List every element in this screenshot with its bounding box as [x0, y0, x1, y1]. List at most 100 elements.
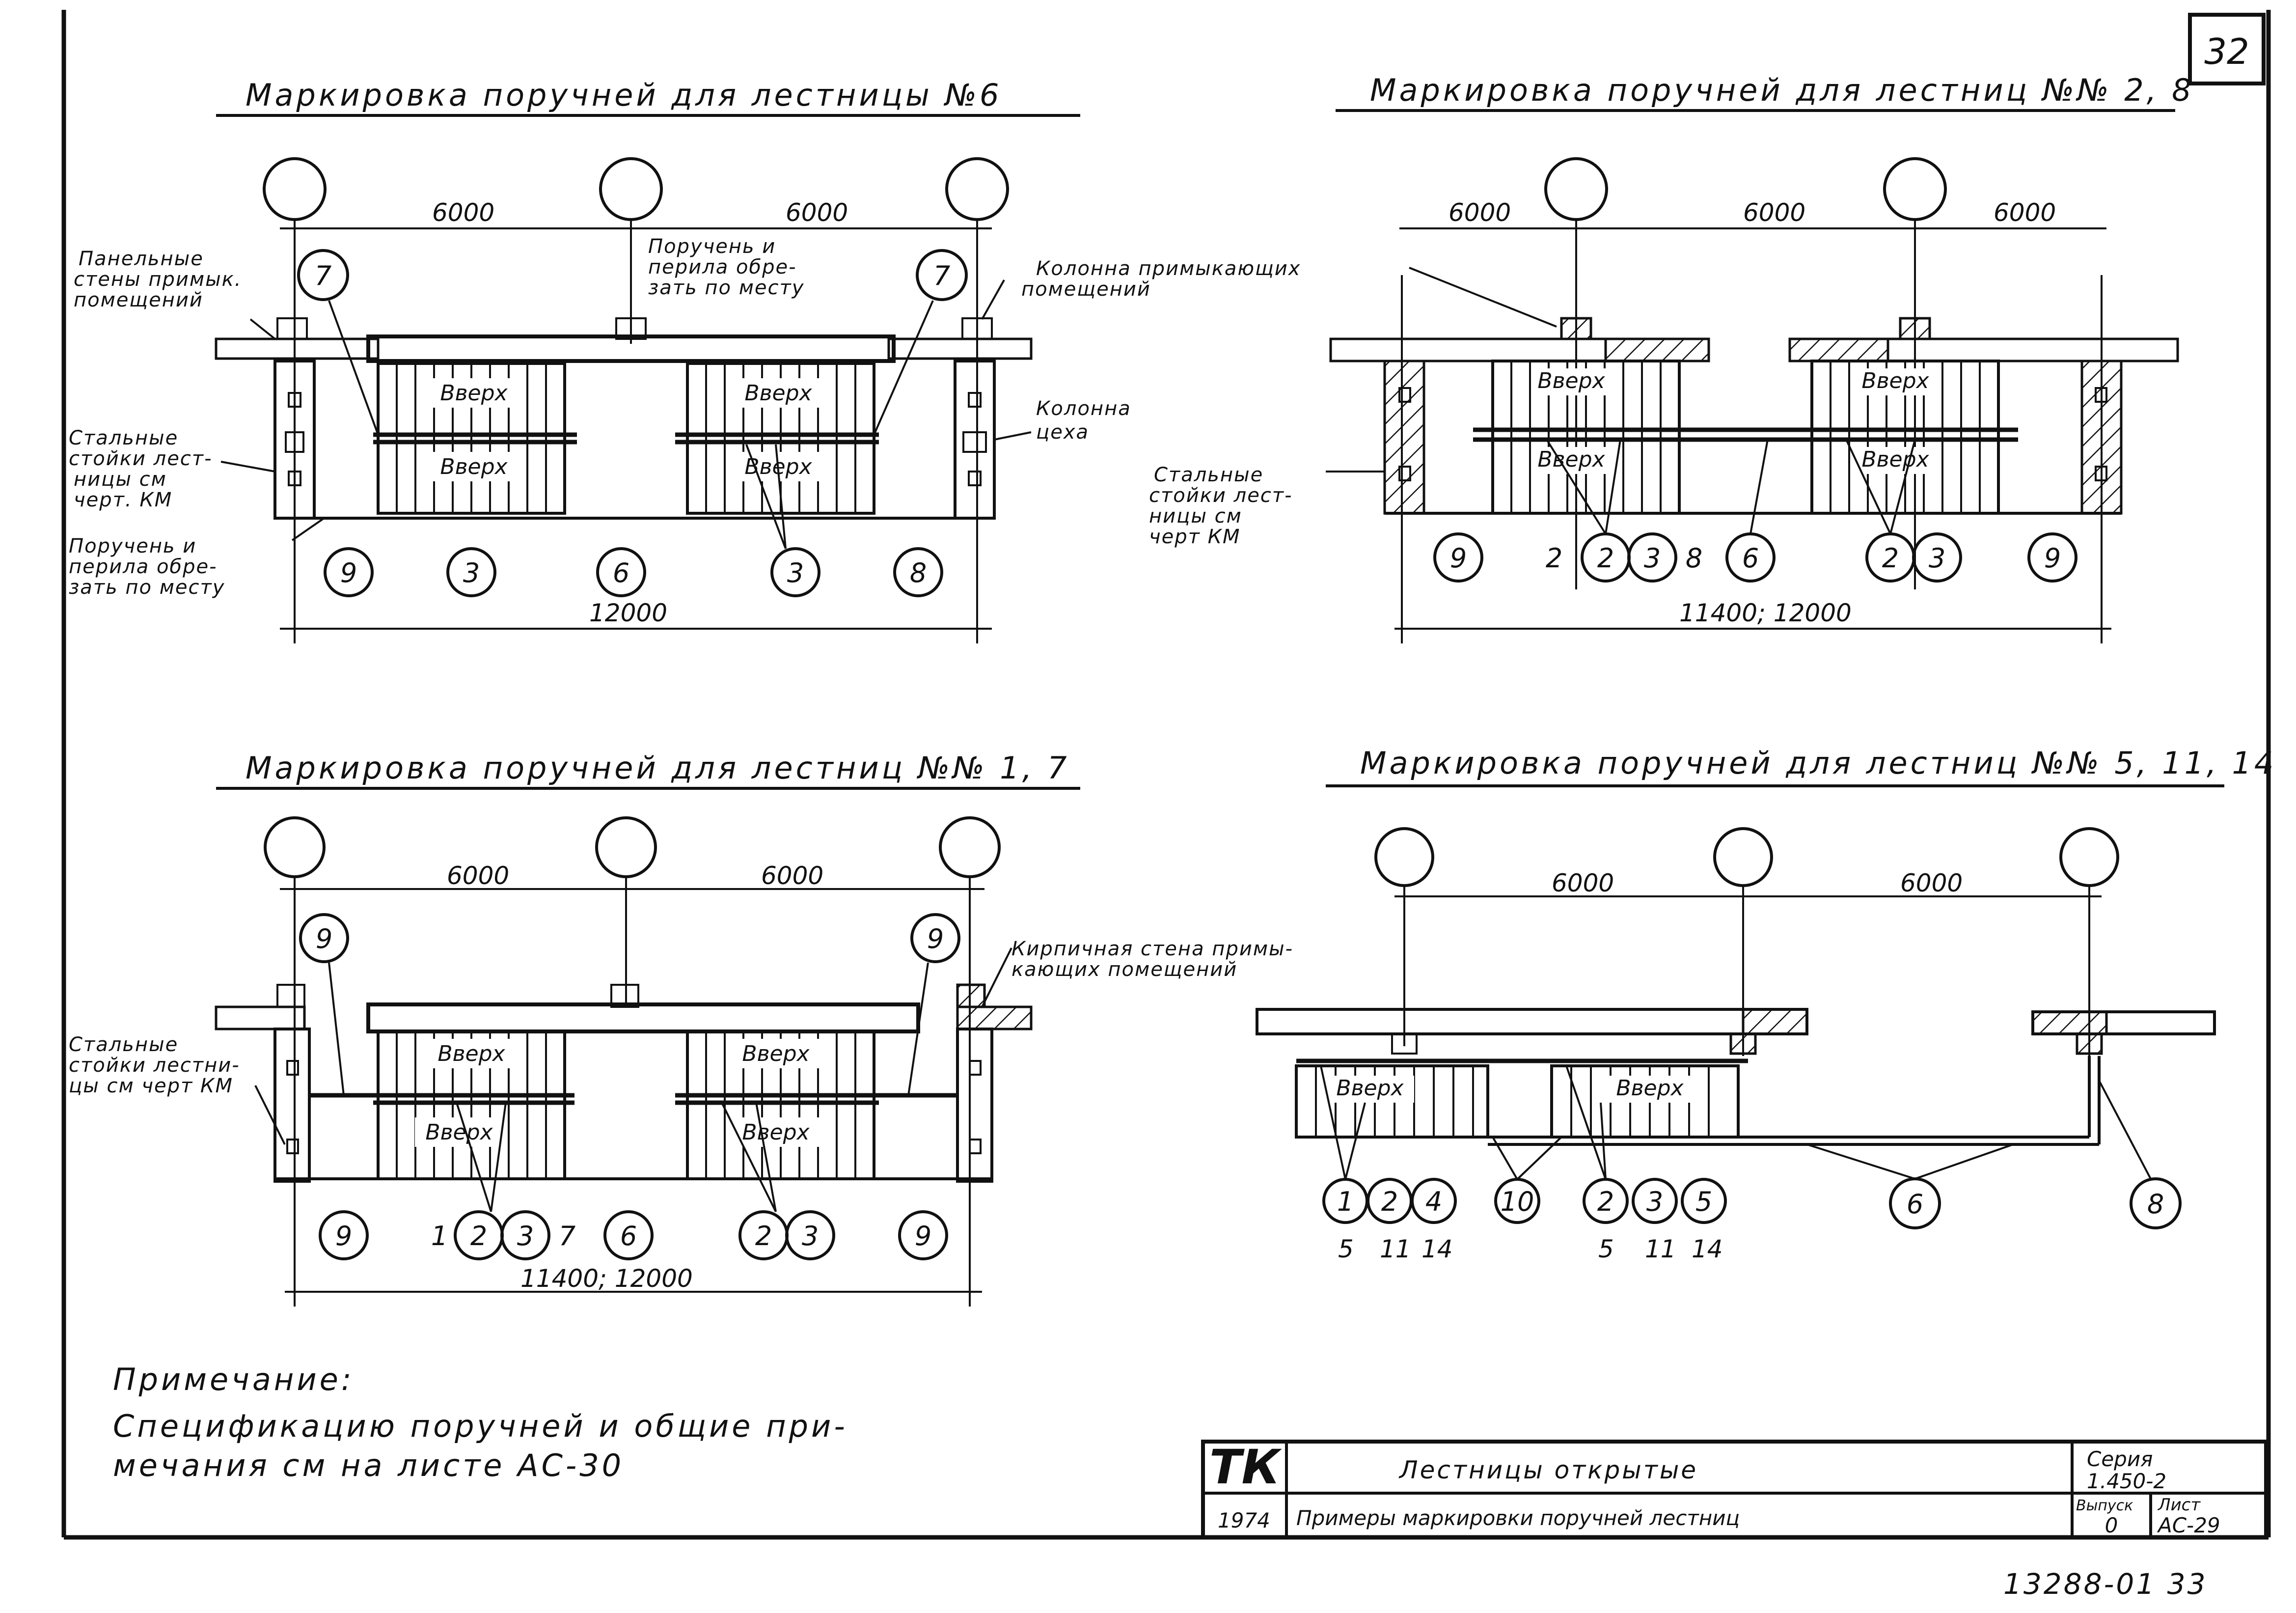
mark-circle — [596, 547, 646, 597]
axis-bubble — [945, 157, 1009, 221]
mark-circle — [319, 1210, 369, 1260]
mark-label: 8 — [910, 557, 927, 588]
title-block-issue-value: 0 — [2105, 1513, 2118, 1537]
up-label: Вверх — [1861, 368, 1929, 393]
up-label: Вверх — [1537, 447, 1605, 472]
up-label: Вверх — [1537, 368, 1605, 393]
axis-bubble — [1374, 827, 1434, 887]
mark-circle — [500, 1210, 550, 1260]
mark-label: 2 — [1882, 543, 1899, 574]
panel-b-small-label: 2 — [1546, 543, 1562, 574]
mark-circle — [1912, 532, 1962, 583]
panel-b-dim-bottom: 11400; 12000 — [1679, 599, 1852, 627]
mark-label: 4 — [1425, 1186, 1442, 1217]
mark-label: 7 — [315, 260, 331, 291]
axis-bubble — [939, 816, 1001, 878]
mark-circle — [893, 547, 943, 597]
up-label: Вверх — [1861, 447, 1929, 472]
mark-label: 2 — [1597, 543, 1614, 574]
panel-a-dim-bottom: 12000 — [589, 599, 667, 627]
panel-d-sub-label: 11 — [1380, 1235, 1411, 1263]
mark-circle — [324, 547, 374, 597]
up-label: Вверх — [437, 1041, 505, 1066]
mark-circle — [2027, 532, 2077, 583]
mark-circle — [910, 913, 960, 963]
panel-d-sub-label: 14 — [1692, 1235, 1723, 1263]
mark-circle — [1411, 1178, 1457, 1224]
panel-b-small-label: 8 — [1686, 543, 1702, 574]
sheet-number: 32 — [2204, 31, 2249, 72]
panel-d-sub-label: 11 — [1645, 1235, 1676, 1263]
panel-b-flights: Вверх Вверх Вверх Вверх — [1473, 360, 2018, 515]
mark-label: 9 — [915, 1221, 931, 1251]
mark-label: 9 — [927, 923, 944, 954]
title-block-issue-label: Выпуск — [2076, 1497, 2133, 1514]
panel-c-dim-top-2: 6000 — [761, 862, 823, 890]
note-line-1: Спецификацию поручней и общие при- — [113, 1408, 848, 1444]
mark-label: 7 — [933, 260, 950, 291]
mark-circle — [1681, 1178, 1727, 1224]
up-label: Вверх — [440, 381, 508, 406]
mark-label: 6 — [620, 1221, 637, 1251]
panel-b-dim-top-3: 6000 — [1994, 198, 2056, 227]
mark-label: 9 — [316, 923, 332, 954]
panel-stairs-1-7: Маркировка поручней для лестниц №№ 1, 7 … — [69, 750, 1293, 1307]
mark-circle — [297, 249, 349, 301]
mark-label: 10 — [1501, 1186, 1534, 1217]
title-block-year: 1974 — [1218, 1508, 1270, 1532]
panel-a-dim-top-2: 6000 — [786, 198, 848, 227]
general-note: Примечание: Спецификацию поручней и общи… — [113, 1362, 848, 1483]
up-label: Вверх — [1336, 1076, 1404, 1101]
mark-label: 6 — [1907, 1189, 1923, 1220]
title-block-name: Лестницы открытые — [1398, 1456, 1698, 1484]
title-block-series-label: Серия — [2087, 1447, 2153, 1471]
title-block-series-value: 1.450-2 — [2087, 1469, 2166, 1493]
sheet-number-box — [2188, 13, 2266, 85]
panel-d-flights: Вверх Вверх — [1295, 1058, 1748, 1139]
mark-circle — [1627, 532, 1677, 583]
up-label: Вверх — [742, 1120, 810, 1145]
panel-c-flights: Вверх Вверх Вверх Вверх — [309, 1030, 957, 1180]
title-block-logo: ТК — [1209, 1440, 1282, 1495]
axis-bubble — [1883, 157, 1947, 221]
mark-label: 3 — [1646, 1186, 1663, 1217]
panel-c-dim-top-1: 6000 — [447, 862, 509, 890]
panel-b-title: Маркировка поручней для лестниц №№ 2, 8 — [1370, 72, 2194, 108]
axis-bubble — [264, 816, 326, 878]
panel-c-dim-bottom: 11400; 12000 — [520, 1264, 693, 1293]
mark-circle — [299, 913, 349, 963]
axis-bubble — [1544, 157, 1608, 221]
panel-b-dim-top-2: 6000 — [1743, 198, 1805, 227]
mark-label: 3 — [517, 1221, 534, 1251]
panel-c-note-right: Кирпичная стена примы-кающих помещений — [1011, 938, 1293, 981]
mark-circle — [603, 1210, 654, 1260]
panel-d-sub-label: 5 — [1338, 1235, 1354, 1263]
mark-label: 3 — [1929, 543, 1945, 574]
panel-stairs-2-8: Маркировка поручней для лестниц №№ 2, 8 … — [1149, 72, 2194, 643]
panel-stairs-5-11-14: Маркировка поручней для лестниц №№ 5, 11… — [1256, 745, 2273, 1263]
mark-circle — [898, 1210, 948, 1260]
axis-bubble — [599, 157, 663, 221]
mark-label: 9 — [335, 1221, 352, 1251]
mark-circle — [785, 1210, 835, 1260]
up-label: Вверх — [425, 1120, 493, 1145]
archive-reference: 13288-01 33 — [2003, 1567, 2207, 1601]
panel-a-dim-top-1: 6000 — [432, 198, 494, 227]
axis-bubble — [263, 157, 327, 221]
title-block: ТК Лестницы открытые Серия 1.450-2 1974 … — [1201, 1440, 2268, 1539]
mark-label: 6 — [1742, 543, 1759, 574]
axis-bubble — [2059, 827, 2119, 887]
panel-d-sub-label: 5 — [1598, 1235, 1614, 1263]
mark-label: 3 — [802, 1221, 819, 1251]
up-label: Вверх — [1616, 1076, 1684, 1101]
mark-circle — [2130, 1177, 2182, 1229]
mark-label: 2 — [470, 1221, 487, 1251]
note-heading: Примечание: — [113, 1362, 355, 1397]
panel-stair-6: Маркировка поручней для лестницы №6 6000… — [69, 77, 1301, 643]
mark-circle — [1632, 1178, 1678, 1224]
